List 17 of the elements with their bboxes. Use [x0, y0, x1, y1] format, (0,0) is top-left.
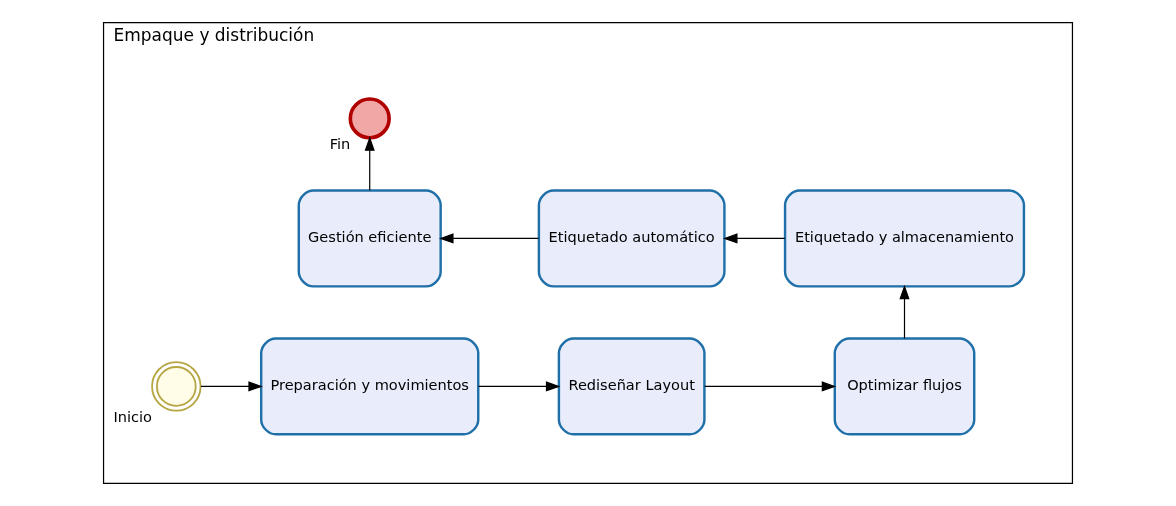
node-box: Etiquetado automático: [537, 189, 726, 288]
arrow: [200, 381, 263, 392]
arrow: [364, 136, 375, 191]
arrow: [704, 381, 837, 392]
node-box: Optimizar flujos: [833, 337, 976, 436]
node-label: Inicio: [113, 408, 152, 426]
node-box: Gestión eficiente: [297, 189, 442, 288]
node-circle: [151, 361, 202, 412]
arrow: [477, 381, 561, 392]
node-box: Rediseñar Layout: [557, 337, 706, 436]
arrow: [722, 233, 786, 244]
arrow: [439, 233, 540, 244]
node-box: Preparación y movimientos: [259, 337, 480, 436]
arrow: [899, 284, 910, 340]
node-circle: [348, 97, 391, 140]
node-box: Etiquetado y almacenamiento: [783, 189, 1026, 288]
node-label: Fin: [329, 135, 351, 153]
